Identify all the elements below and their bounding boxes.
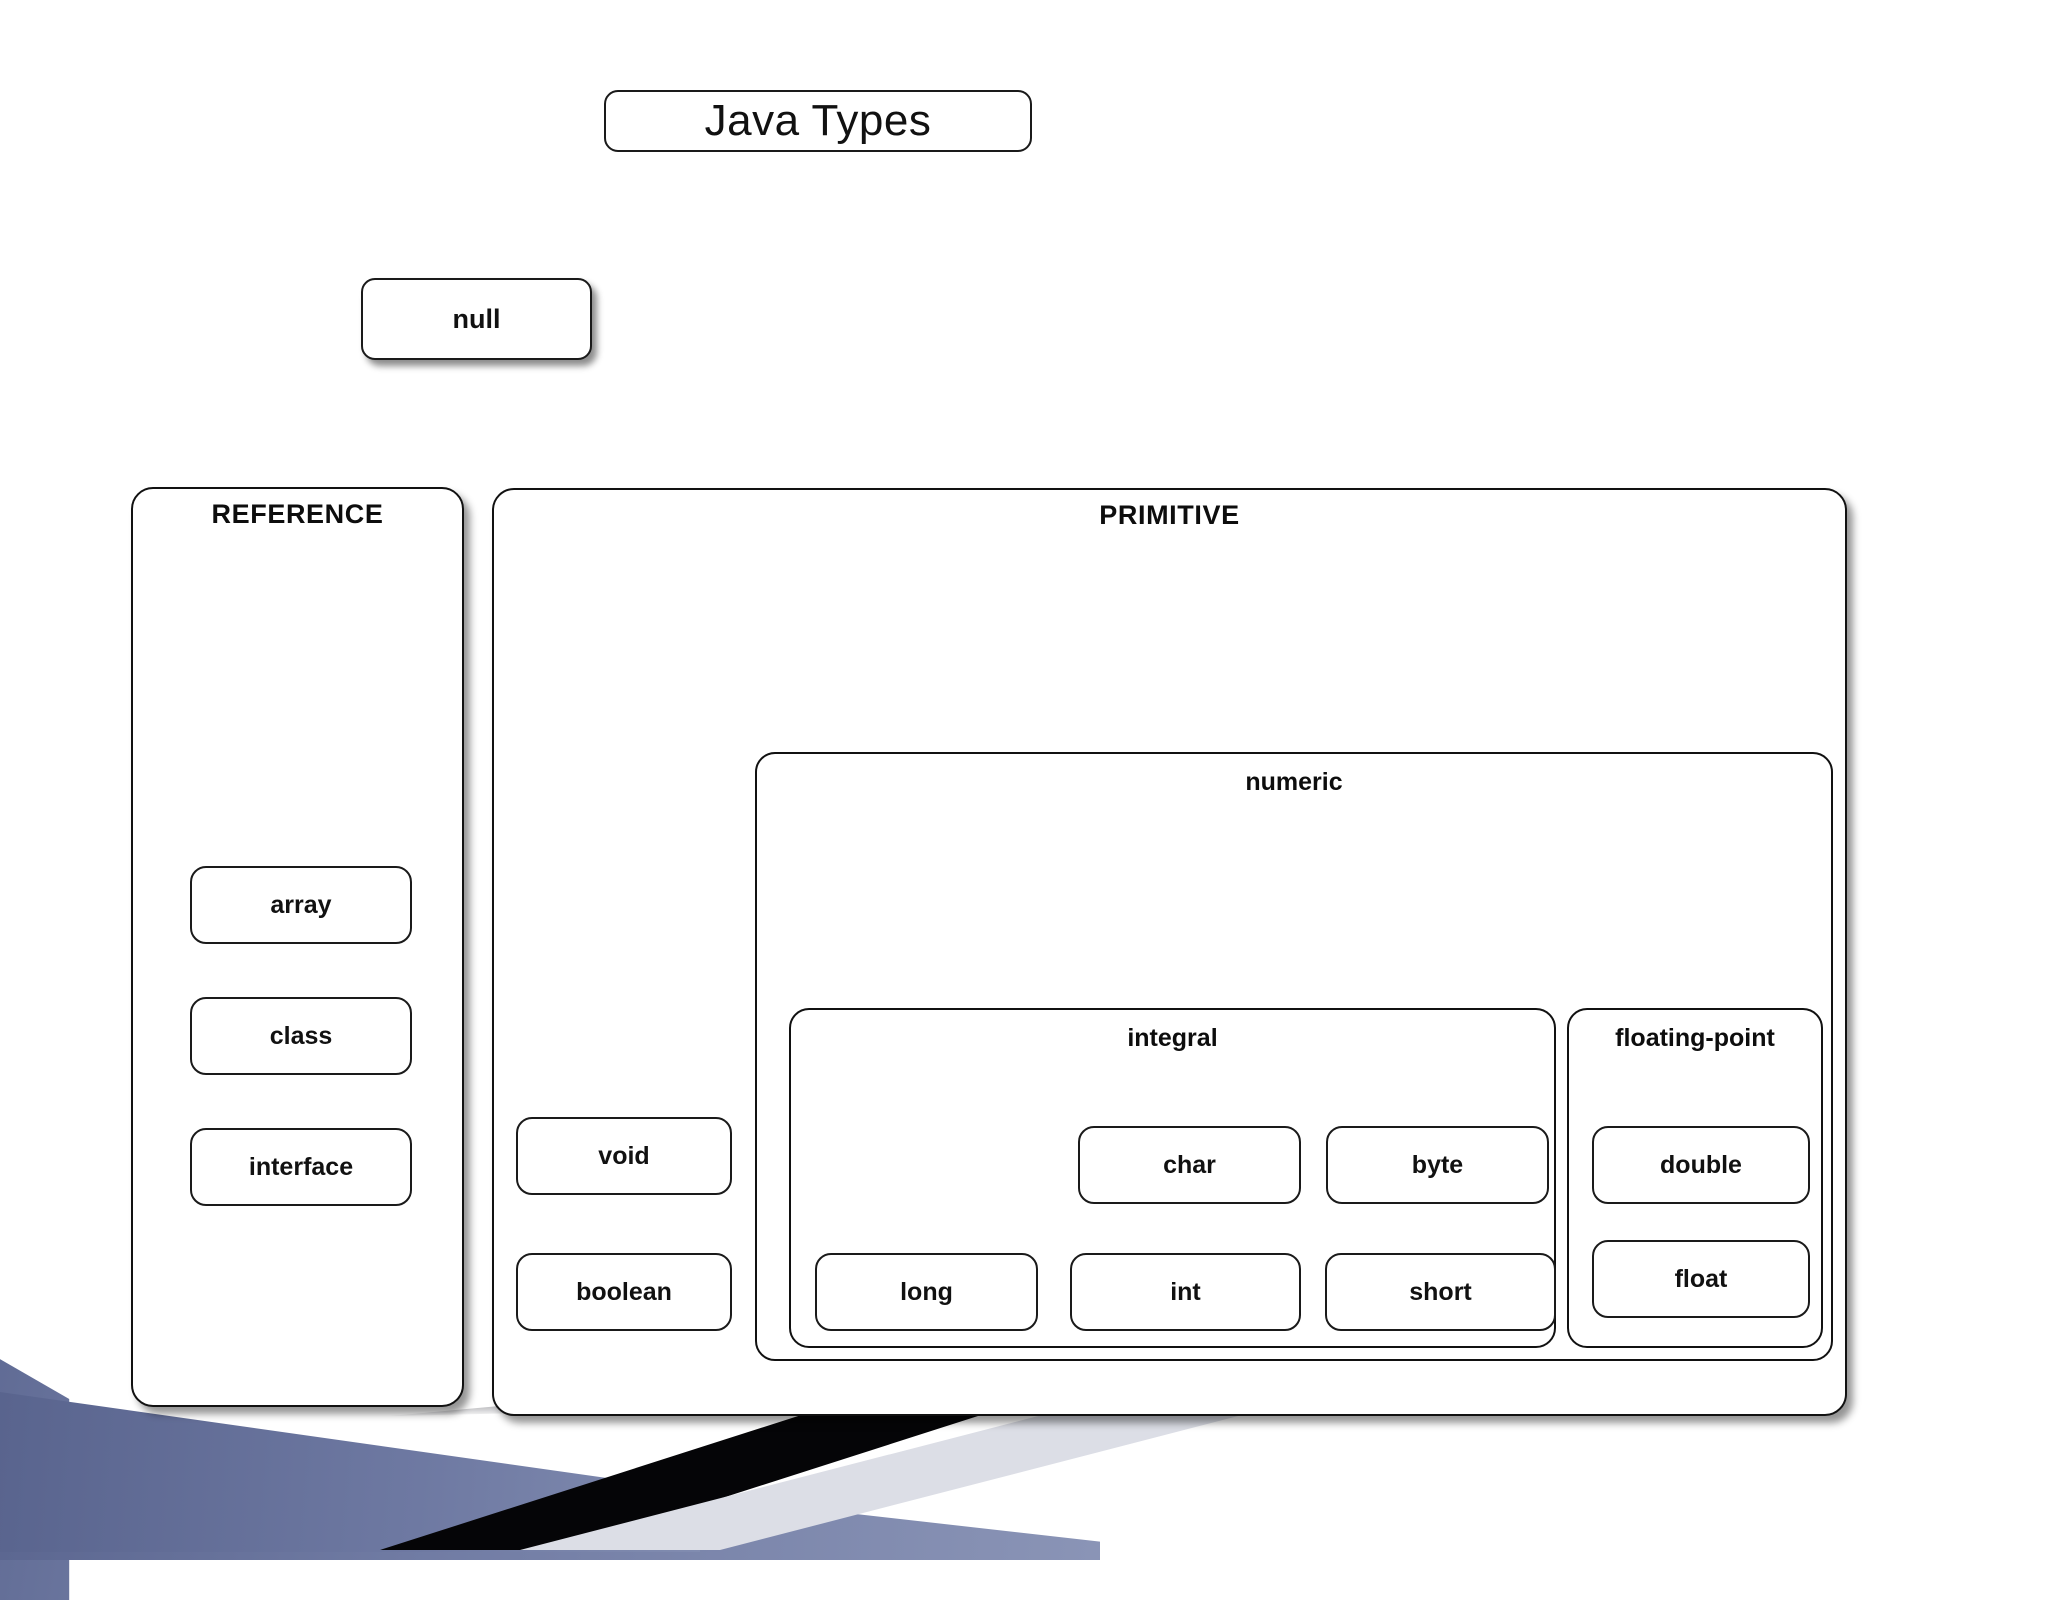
type-node-long: long [815,1253,1038,1331]
type-node-float: float [1592,1240,1810,1318]
reference-types-container: REFERENCE [131,487,464,1407]
primitive-container-title: PRIMITIVE [1099,500,1240,530]
type-node-boolean-label: boolean [576,1277,672,1306]
type-node-long-label: long [900,1277,953,1306]
type-node-double-label: double [1660,1150,1742,1179]
type-node-null: null [361,278,592,360]
type-node-class: class [190,997,412,1075]
type-node-array-label: array [270,890,332,919]
type-node-interface: interface [190,1128,412,1206]
type-node-null-label: null [452,303,501,334]
type-node-int: int [1070,1253,1301,1331]
type-node-byte-label: byte [1411,1150,1464,1179]
slide-title-box: Java Types [604,90,1032,152]
floating-point-container-title: floating-point [1615,1024,1775,1052]
type-node-boolean: boolean [516,1253,732,1331]
type-node-class-label: class [269,1021,333,1050]
type-node-void: void [516,1117,732,1195]
type-node-char-label: char [1163,1150,1216,1179]
type-node-byte: byte [1326,1126,1549,1204]
integral-container-title: integral [1127,1024,1218,1052]
decorative-black-diagonal-band [380,1400,1028,1550]
type-node-interface-label: interface [248,1152,354,1181]
decorative-grey-diagonal-band [520,1400,1300,1550]
page-title: Java Types [704,96,932,145]
type-node-double: double [1592,1126,1810,1204]
numeric-container-title: numeric [1245,768,1343,796]
type-node-char: char [1078,1126,1301,1204]
type-node-int-label: int [1170,1277,1201,1306]
type-node-short-label: short [1409,1277,1472,1306]
slide-canvas: Java Types null REFERENCE array class in… [0,90,1847,1600]
type-node-float-label: float [1674,1264,1728,1293]
type-node-void-label: void [598,1141,650,1170]
decorative-bottom-blue-band-2 [0,1392,700,1552]
reference-container-title: REFERENCE [211,499,384,529]
type-node-short: short [1325,1253,1556,1331]
type-node-array: array [190,866,412,944]
